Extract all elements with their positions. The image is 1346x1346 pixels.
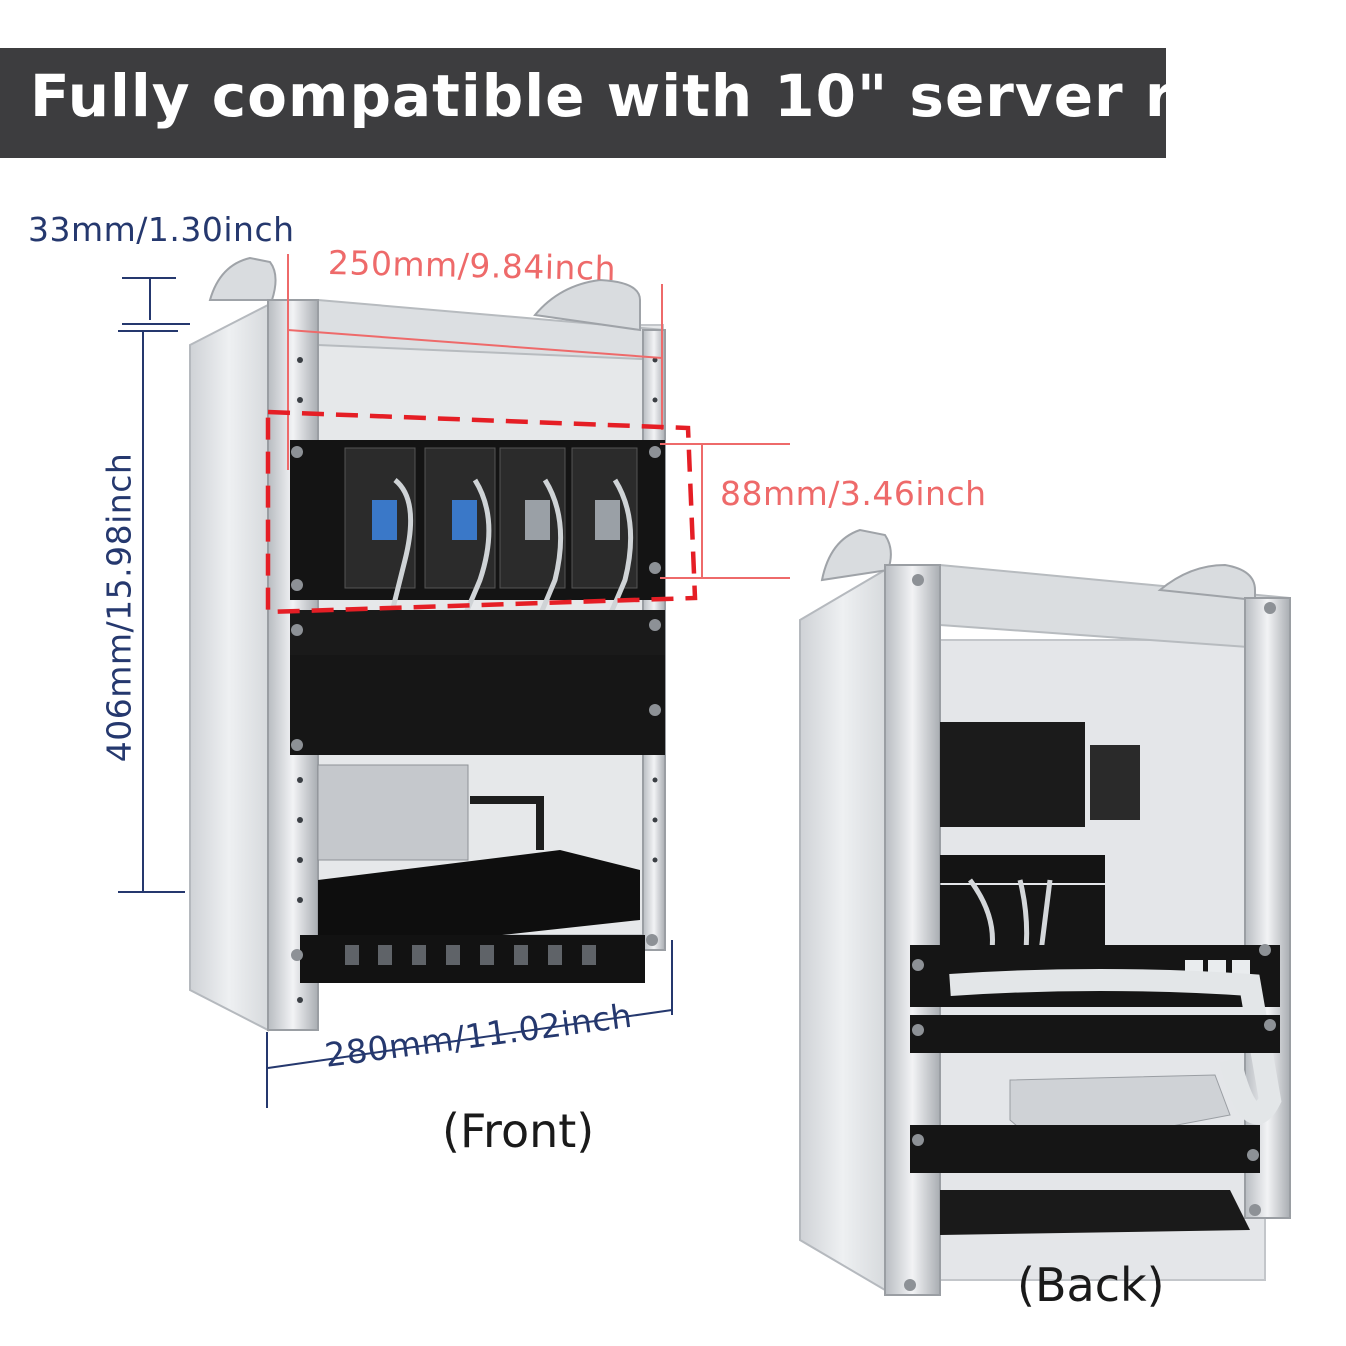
highlight-box xyxy=(265,409,698,615)
cable-bundle xyxy=(949,969,1282,1125)
usb-port-4 xyxy=(595,500,620,540)
back-handle-right xyxy=(1157,563,1256,602)
usb-port-3 xyxy=(525,500,550,540)
handle-height-line xyxy=(122,277,190,325)
total-height-line xyxy=(118,330,185,893)
width-line xyxy=(287,254,663,470)
cable-manager xyxy=(910,1015,1280,1053)
depth-line xyxy=(266,940,673,1108)
back-rack xyxy=(799,528,1291,1296)
front-rack-side-panel xyxy=(189,303,269,1032)
dimension-lines xyxy=(118,254,790,1108)
back-pi-board-extra xyxy=(1090,745,1140,820)
handle-height-label: 33mm/1.30inch xyxy=(28,210,295,249)
unit-height-line xyxy=(660,443,790,579)
back-caption: (Back) xyxy=(1017,1258,1165,1312)
pi-modules xyxy=(344,447,638,589)
unit-height-label: 88mm/3.46inch xyxy=(720,474,987,513)
front-rack xyxy=(189,256,666,1032)
front-handle-left xyxy=(208,256,277,301)
back-rack-side-panel xyxy=(799,568,886,1292)
back-shelf-front xyxy=(910,1125,1260,1173)
page-title: Fully compatible with 10" server racks xyxy=(30,62,1326,130)
blank-panel xyxy=(290,655,665,755)
back-handle-left xyxy=(820,528,892,582)
power-supply xyxy=(317,764,469,861)
back-screws xyxy=(904,574,1276,1291)
back-vented-shelf xyxy=(940,1190,1250,1235)
front-screws xyxy=(291,446,661,961)
usb-port-2 xyxy=(452,500,477,540)
shelf-bracket xyxy=(470,796,544,850)
back-left-rail xyxy=(884,564,941,1296)
usb-port-1 xyxy=(372,500,397,540)
front-handle-right xyxy=(533,278,641,332)
title-banner: Fully compatible with 10" server racks xyxy=(0,48,1324,158)
shelf-tray xyxy=(318,850,640,955)
rack-width-label: 250mm/9.84inch xyxy=(327,242,617,289)
back-brush-panel xyxy=(940,855,1105,883)
back-pi-boards xyxy=(940,722,1085,827)
front-caption: (Front) xyxy=(442,1104,595,1158)
total-height-label: 406mm/15.98inch xyxy=(99,452,139,763)
pdu-ports xyxy=(345,945,596,965)
